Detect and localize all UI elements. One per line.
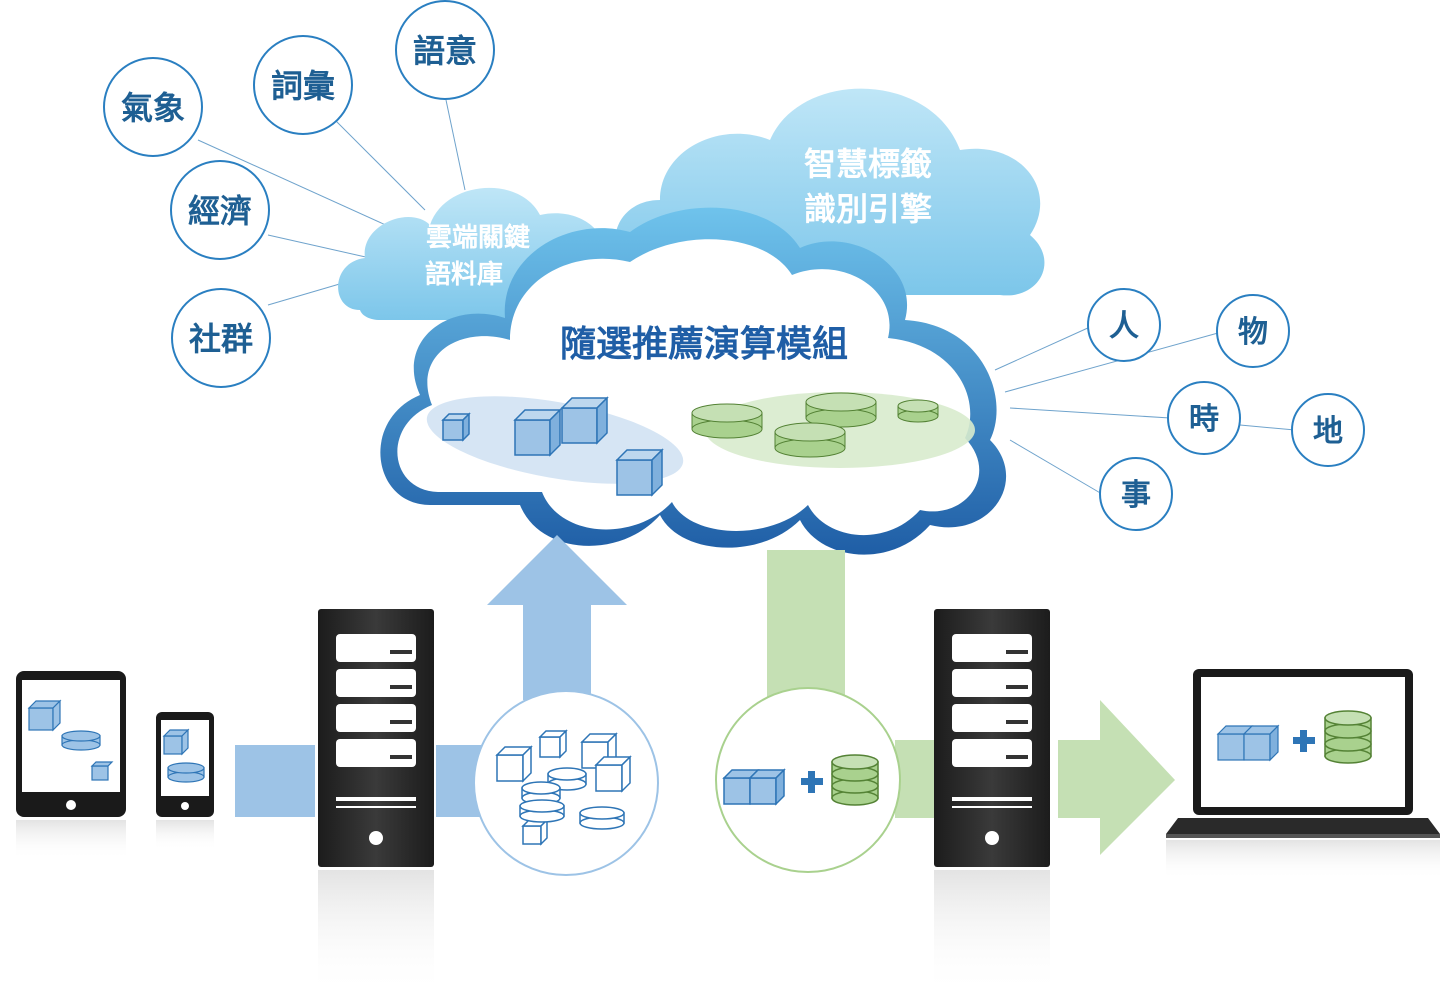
topic-circle-event: 事 — [1099, 457, 1173, 531]
disk-icon — [805, 392, 877, 428]
laptop-device — [1166, 669, 1440, 880]
topic-label: 事 — [1121, 478, 1151, 513]
topic-circle-place: 地 — [1291, 393, 1365, 467]
recommendation-cloud: 隨選推薦演算模組 — [380, 207, 1007, 555]
corpus-cloud-line2: 語料庫 — [425, 259, 503, 290]
disk-icon — [691, 403, 763, 439]
cube-icon — [495, 745, 533, 783]
topic-label: 社群 — [189, 320, 253, 358]
topic-circle-vocabulary: 詞彙 — [253, 35, 353, 135]
flow-bar — [895, 740, 935, 818]
phone-device — [156, 712, 214, 850]
right-connector-lines — [994, 326, 1296, 495]
database-icon — [831, 754, 879, 806]
tag-engine-line1: 智慧標籤 — [804, 145, 932, 183]
topic-circle-economy: 經濟 — [170, 160, 270, 260]
tablet-device — [16, 671, 126, 860]
topic-label: 地 — [1313, 414, 1343, 449]
plus-icon — [801, 771, 823, 793]
server-right — [934, 609, 1050, 995]
topic-label: 時 — [1189, 402, 1219, 437]
server-left — [318, 609, 434, 995]
output-arrow — [1058, 700, 1175, 855]
topic-label: 詞彙 — [271, 67, 336, 105]
cube-icon — [594, 755, 632, 793]
cube-pair-icon — [1216, 724, 1280, 762]
disk-icon — [897, 399, 939, 423]
left-connector-lines — [197, 99, 466, 306]
disk-icon — [774, 422, 846, 458]
flow-bar — [235, 745, 315, 817]
topic-label: 氣象 — [121, 89, 185, 127]
cube-icon — [521, 818, 549, 846]
cube-icon — [538, 729, 568, 759]
topic-circle-object: 物 — [1216, 294, 1290, 368]
plus-icon — [1293, 730, 1315, 752]
download-arrow — [767, 550, 1175, 855]
cube-icon — [615, 448, 664, 497]
database-icon — [1324, 710, 1372, 764]
disk-icon — [519, 799, 565, 823]
topic-label: 人 — [1109, 309, 1139, 344]
recommendation-title: 隨選推薦演算模組 — [560, 324, 848, 365]
topic-circle-weather: 氣象 — [103, 57, 203, 157]
topic-circle-person: 人 — [1087, 288, 1161, 362]
cube-pair-icon — [722, 768, 786, 806]
topic-circle-time: 時 — [1167, 381, 1241, 455]
tag-engine-line2: 識別引擎 — [804, 190, 932, 228]
topic-label: 經濟 — [188, 192, 252, 230]
topic-label: 物 — [1238, 315, 1268, 350]
combined-data-circle — [715, 687, 901, 873]
cube-icon — [513, 408, 562, 457]
topic-circle-social: 社群 — [171, 288, 271, 388]
raw-data-circle — [473, 690, 659, 876]
cube-icon — [441, 412, 471, 442]
cube-icon — [560, 396, 609, 445]
topic-circle-semantics: 語意 — [395, 0, 495, 100]
topic-label: 語意 — [413, 32, 477, 70]
disk-icon — [579, 806, 625, 830]
corpus-cloud-line1: 雲端關鍵 — [426, 222, 530, 253]
